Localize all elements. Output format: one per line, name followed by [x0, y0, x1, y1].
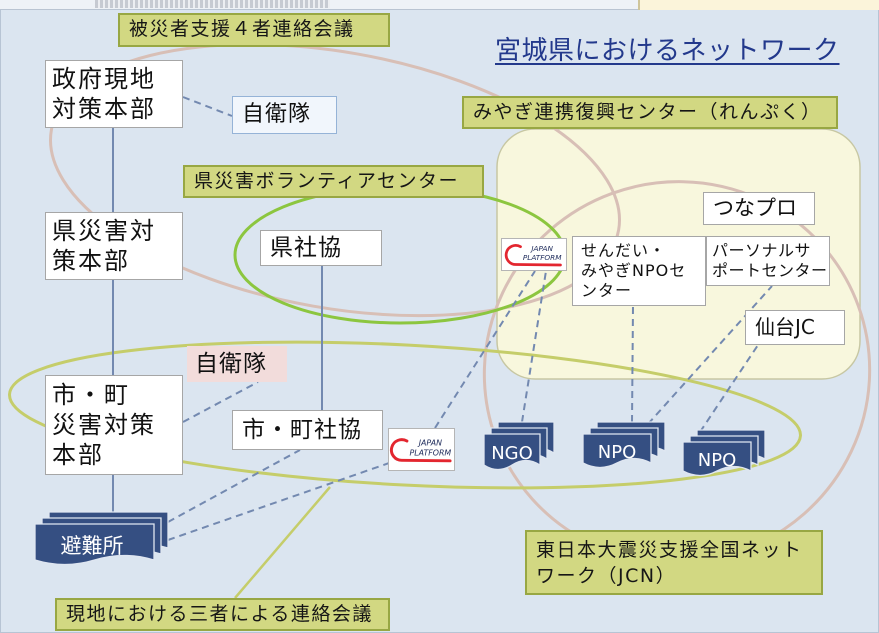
- npo-label-2: NPO: [698, 450, 737, 471]
- tsunapro-box: つなプロ: [703, 192, 815, 225]
- sdf-prefecture-label: 自衛隊: [242, 102, 312, 127]
- sendai-jc-box: 仙台JC: [745, 310, 845, 345]
- japan-platform-logo: JAPAN PLATFORM: [501, 238, 567, 271]
- japan-platform-word-2: PLATFORM: [410, 448, 452, 457]
- japan-platform-mark: [504, 244, 562, 267]
- sendai-jc-label: 仙台JC: [755, 315, 815, 339]
- pref-shakyo-box: 県社協: [260, 230, 382, 266]
- four-party-meeting-label: 被災者支援４者連絡会議: [118, 13, 390, 47]
- npo-stack-2: NPO: [682, 429, 766, 477]
- personal-support-center-line: ポートセンター: [712, 261, 828, 280]
- shelter-stack: 避難所: [34, 511, 169, 566]
- pref-disaster-hq-line: 県災害対: [52, 217, 156, 245]
- volunteer-center-label: 県災害ボランティアセンター: [183, 165, 484, 198]
- link-npo-to-personal-support-center: [647, 285, 773, 425]
- jcn-text-line: ワーク（JCN）: [536, 565, 677, 587]
- sdf-local-label: 自衛隊: [195, 351, 267, 377]
- sdf-local-box: 自衛隊: [187, 346, 287, 382]
- japan-platform-logo-graphic: JAPAN PLATFORM: [504, 244, 562, 267]
- four-party-meeting-text: 被災者支援４者連絡会議: [129, 18, 355, 40]
- city-shakyo-label: 市・町社協: [242, 417, 362, 443]
- tsunapro-label: つなプロ: [713, 196, 797, 220]
- jcn-text-line: 東日本大震災支援全国ネット: [536, 539, 803, 561]
- stack-sheet: [682, 441, 752, 477]
- link-npo-to-sendai-npo-center: [631, 305, 634, 423]
- pref-shakyo-label: 県社協: [270, 235, 342, 261]
- pref-disaster-hq-box: 県災害対 策本部: [45, 212, 183, 280]
- stack-sheet: [582, 433, 652, 469]
- city-disaster-hq-line: 市・町: [52, 381, 130, 409]
- three-party-meeting-ring: [8, 340, 802, 490]
- npo-label-1: NPO: [598, 442, 637, 463]
- sendai-npo-center-line: みやぎNPOセ: [581, 261, 687, 280]
- link-shelter-to-city-shakyo: [167, 449, 301, 523]
- gov-field-hq-line: 政府現地: [52, 65, 156, 93]
- city-disaster-hq-line: 本部: [52, 441, 104, 469]
- japan-platform-mark: [390, 438, 452, 463]
- npo-stack-1: NPO: [582, 421, 666, 469]
- link-gov-hq-to-sdf: [182, 96, 233, 117]
- personal-support-center-line: パーソナルサ: [712, 241, 812, 260]
- diagram-title: 宮城県におけるネットワーク: [495, 36, 840, 66]
- renpuku-text: みやぎ連携復興センター（れんぷく）: [473, 101, 822, 123]
- link-city-hq-to-sdf: [182, 381, 259, 423]
- japan-platform-logo-graphic: JAPAN PLATFORM: [390, 438, 452, 463]
- ngo-stack: NGO: [483, 421, 555, 471]
- jcn-label: 東日本大震災支援全国ネット ワーク（JCN）: [525, 530, 823, 595]
- top-strip: [0, 0, 879, 10]
- stack-sheet: [483, 433, 541, 471]
- japan-platform-logo: JAPAN PLATFORM: [388, 428, 455, 471]
- japan-platform-word-1: JAPAN: [529, 244, 553, 253]
- volunteer-center-text: 県災害ボランティアセンター: [194, 170, 459, 192]
- gov-field-hq-line: 対策本部: [52, 95, 156, 123]
- three-party-meeting-label: 現地における三者による連絡会議: [55, 598, 390, 631]
- sendai-npo-center-line: ンター: [581, 281, 633, 300]
- city-disaster-hq-line: 災害対策: [52, 411, 156, 439]
- sendai-npo-center-line: せんだい・: [581, 241, 667, 260]
- four-party-meeting-ring: [49, 42, 621, 318]
- japan-platform-word-1: JAPAN: [417, 439, 442, 448]
- three-party-meeting-text: 現地における三者による連絡会議: [66, 603, 373, 625]
- link-npo-to-sendai-jc: [699, 344, 759, 433]
- three-party-meeting-callout: [234, 486, 331, 599]
- city-shakyo-box: 市・町社協: [232, 410, 383, 450]
- top-strip-image-fragment: [95, 0, 330, 8]
- city-disaster-hq-box: 市・町 災害対策 本部: [45, 375, 183, 475]
- renpuku-label: みやぎ連携復興センター（れんぷく）: [462, 96, 838, 129]
- top-strip-panel: [638, 0, 879, 10]
- shelter-label: 避難所: [61, 534, 124, 558]
- ngo-label: NGO: [491, 443, 533, 464]
- personal-support-center-box: パーソナルサ ポートセンター: [706, 236, 830, 286]
- link-ngo-to-japan-platform: [521, 270, 547, 423]
- pref-disaster-hq-line: 策本部: [52, 247, 130, 275]
- sdf-prefecture-box: 自衛隊: [232, 96, 337, 134]
- link-shelter-to-japan-platform: [167, 461, 393, 541]
- stack-sheet: [34, 523, 155, 566]
- gov-field-hq-box: 政府現地 対策本部: [45, 60, 183, 128]
- sendai-npo-center-box: せんだい・ みやぎNPOセ ンター: [572, 236, 706, 306]
- japan-platform-word-2: PLATFORM: [523, 253, 562, 262]
